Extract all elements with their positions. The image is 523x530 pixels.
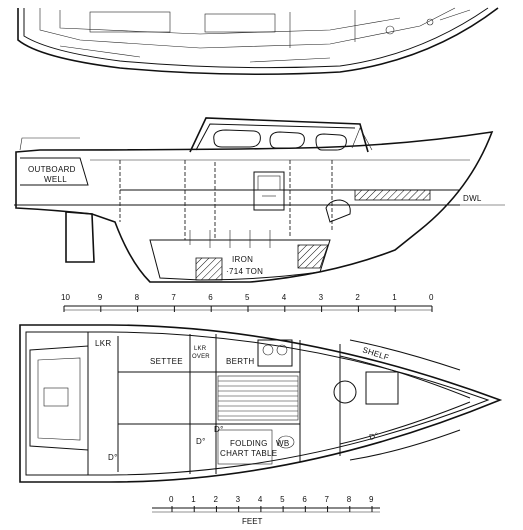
scale-top-label: 10 — [61, 293, 70, 302]
scale-bottom-label: 7 — [325, 495, 330, 504]
scale-top-label: 0 — [429, 293, 434, 302]
label-dwl: DWL — [463, 194, 482, 203]
label-ditto-3: D° — [214, 425, 224, 434]
scale-bottom-label: 6 — [302, 495, 307, 504]
label-ballast-1: IRON — [232, 255, 253, 264]
scale-bottom-label: 5 — [280, 495, 285, 504]
scale-top-label: 9 — [98, 293, 103, 302]
label-ditto-1: D° — [108, 453, 118, 462]
scale-bottom: 0 1 2 3 4 5 6 7 8 9 FEET — [152, 495, 380, 526]
scale-top-label: 1 — [392, 293, 397, 302]
label-settee: SETTEE — [150, 357, 183, 366]
scale-top-label: 4 — [282, 293, 287, 302]
cabin-sole — [217, 375, 299, 421]
scale-bottom-label: 3 — [236, 495, 241, 504]
scale-bottom-label: 0 — [169, 495, 174, 504]
label-wash-basin: WB — [276, 439, 290, 448]
scale-bottom-label: 4 — [258, 495, 263, 504]
scale-bottom-unit: FEET — [242, 517, 263, 526]
label-locker: LKR — [95, 339, 111, 348]
scale-bottom-label: 1 — [191, 495, 196, 504]
scale-top-label: 6 — [208, 293, 213, 302]
label-outboard-well-1: OUTBOARD — [28, 165, 76, 174]
scale-bottom-label: 9 — [369, 495, 374, 504]
accommodation-plan — [19, 324, 503, 483]
label-ditto-2: D° — [196, 437, 206, 446]
deck-plan — [17, 7, 499, 76]
label-outboard-well-2: WELL — [44, 175, 67, 184]
label-lkr-over-1: LKR — [194, 346, 207, 352]
scale-bottom-label: 8 — [347, 495, 352, 504]
scale-top-label: 5 — [245, 293, 250, 302]
profile-elevation — [14, 117, 505, 283]
label-lkr-over-2: OVER — [192, 354, 210, 360]
scale-bottom-label: 2 — [213, 495, 218, 504]
scale-top-label: 3 — [319, 293, 324, 302]
scale-top-label: 8 — [135, 293, 140, 302]
label-ballast-2: ·714 TON — [226, 267, 263, 276]
label-folding: FOLDING — [230, 439, 268, 448]
label-berth: BERTH — [226, 357, 254, 366]
label-ditto-4: D° — [368, 431, 379, 442]
scale-top-label: 2 — [355, 293, 360, 302]
label-chart-table: CHART TABLE — [220, 449, 277, 458]
scale-top-label: 7 — [171, 293, 176, 302]
